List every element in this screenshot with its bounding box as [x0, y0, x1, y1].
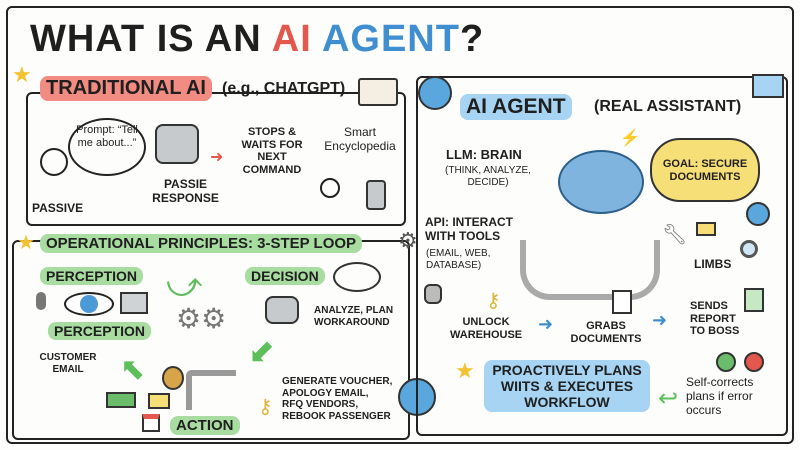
action-item: APOLOGY EMAIL, [282, 387, 369, 399]
envelope-icon [148, 393, 170, 409]
action-label: ACTION [170, 416, 240, 435]
thought-cloud-icon [333, 262, 381, 292]
traditional-panel [26, 92, 406, 226]
outer-frame [6, 6, 794, 444]
globe-icon [418, 76, 452, 110]
title-agent: AGENT [321, 18, 460, 60]
globe-icon [746, 202, 770, 226]
robot-small-icon [366, 180, 386, 210]
envelope-icon [696, 222, 716, 236]
speech-bubble [68, 118, 146, 176]
passive-response-label: PASSIE RESPONSE [152, 177, 219, 205]
agent-subheading: (REAL ASSISTANT) [594, 98, 742, 115]
customer-email-label: CUSTOMER EMAIL [39, 352, 97, 375]
lightning-icon: ⚡ [620, 130, 640, 147]
action-item: RFQ VENDORS, [282, 399, 359, 410]
computer-icon [752, 74, 784, 98]
calendar-icon [142, 414, 160, 432]
microphone-icon [36, 292, 46, 310]
proactive-label: PROACTIVELY PLANS WIITS & EXECUTES WORKF… [484, 360, 650, 413]
decision-label: DECISION [245, 267, 325, 285]
perception-label: PERCEPTION [48, 322, 152, 340]
brain-icon [558, 150, 644, 214]
analyze-label: ANALYZE, PLAN WORKAROUND [314, 305, 394, 328]
goal-cloud: GOAL: SECURE DOCUMENTS [650, 138, 760, 202]
sad-face-icon [744, 352, 764, 372]
loop-heading: OPERATIONAL PRINCIPLES: 3-STEP LOOP [40, 234, 363, 253]
title-ai: AI [271, 18, 312, 60]
grabs-label: GRABS DOCUMENTS [570, 320, 642, 345]
star-icon: ★ [455, 358, 475, 383]
documents-icon [612, 290, 632, 314]
perception-top-label: PERCEPTION [40, 267, 144, 285]
money-bag-icon [162, 366, 184, 390]
book-icon [358, 78, 398, 106]
key-icon: ⚷ [258, 396, 273, 418]
person-icon [40, 148, 68, 176]
arrow-to-perception: ⬉ [120, 353, 146, 386]
title-q: ? [459, 18, 485, 60]
encyclopedia-label: Smart Encyclopedia [324, 125, 396, 153]
curved-arrow-icon: ↩ [658, 385, 679, 412]
action-items: GENERATE VOUCHER, APOLOGY EMAIL, RFQ VEN… [282, 376, 392, 422]
api-sub-label: (EMAIL, WEB, DATABASE) [426, 248, 491, 271]
traditional-subheading: (e.g., CHATGPT) [222, 80, 346, 97]
sends-label: SENDS REPORT TO BOSS [690, 300, 740, 338]
star-icon: ★ [17, 232, 35, 254]
magnifier-icon [740, 240, 758, 258]
api-label: API: INTERACT WITH TOOLS [425, 215, 513, 243]
inbox-icon [120, 292, 148, 314]
llm-label: LLM: BRAIN [446, 147, 522, 162]
title-text: WHAT IS AN [30, 18, 272, 60]
agent-heading: AI AGENT [460, 94, 572, 120]
passive-label: PASSIVE [32, 201, 84, 215]
robot-icon [155, 124, 199, 164]
wrench-icon: 🔧︎ [662, 224, 688, 246]
arrow-to-decision: ⤻ [166, 266, 203, 304]
key-icon: ⚷ [486, 290, 501, 312]
robot-arm-icon [186, 370, 236, 410]
action-item: REBOOK PASSENGER [282, 410, 391, 422]
arrow-right-icon: ➜ [210, 149, 224, 166]
prompt-text: Prompt: “Tell me about...” [76, 124, 138, 149]
person-small-icon [320, 178, 340, 198]
unlock-label: UNLOCK WAREHOUSE [450, 316, 523, 341]
title-space [312, 18, 322, 60]
gears-icon: ⚙⚙ [176, 303, 227, 334]
arrow-right-icon: ➜ [538, 314, 554, 334]
selfcorrect-label: Self-corrects plans if error occurs [686, 375, 754, 417]
agent-panel [416, 76, 788, 436]
robot-icon [265, 296, 299, 324]
arrow-to-action: ⬋ [248, 333, 275, 369]
arrow-right-icon: ➜ [652, 310, 668, 330]
happy-face-icon [716, 352, 736, 372]
page-title: WHAT IS AN AI AGENT? [30, 18, 484, 61]
limbs-label: LIMBS [694, 257, 732, 271]
report-icon [744, 288, 764, 312]
gear-icon: ⚙ [398, 228, 418, 253]
star-icon: ★ [12, 62, 32, 87]
robot-arms-icon [520, 240, 660, 300]
llm-sub-label: (THINK, ANALYZE, DECIDE) [445, 165, 531, 188]
action-item: GENERATE VOUCHER, [282, 376, 393, 387]
goal-label: GOAL: SECURE DOCUMENTS [662, 158, 748, 183]
eye-icon [64, 292, 114, 316]
stops-waits-label: STOPS & WAITS FOR NEXT COMMAND [241, 126, 303, 176]
cash-icon [106, 392, 136, 408]
database-icon [424, 284, 442, 304]
traditional-heading: TRADITIONAL AI [40, 76, 212, 101]
